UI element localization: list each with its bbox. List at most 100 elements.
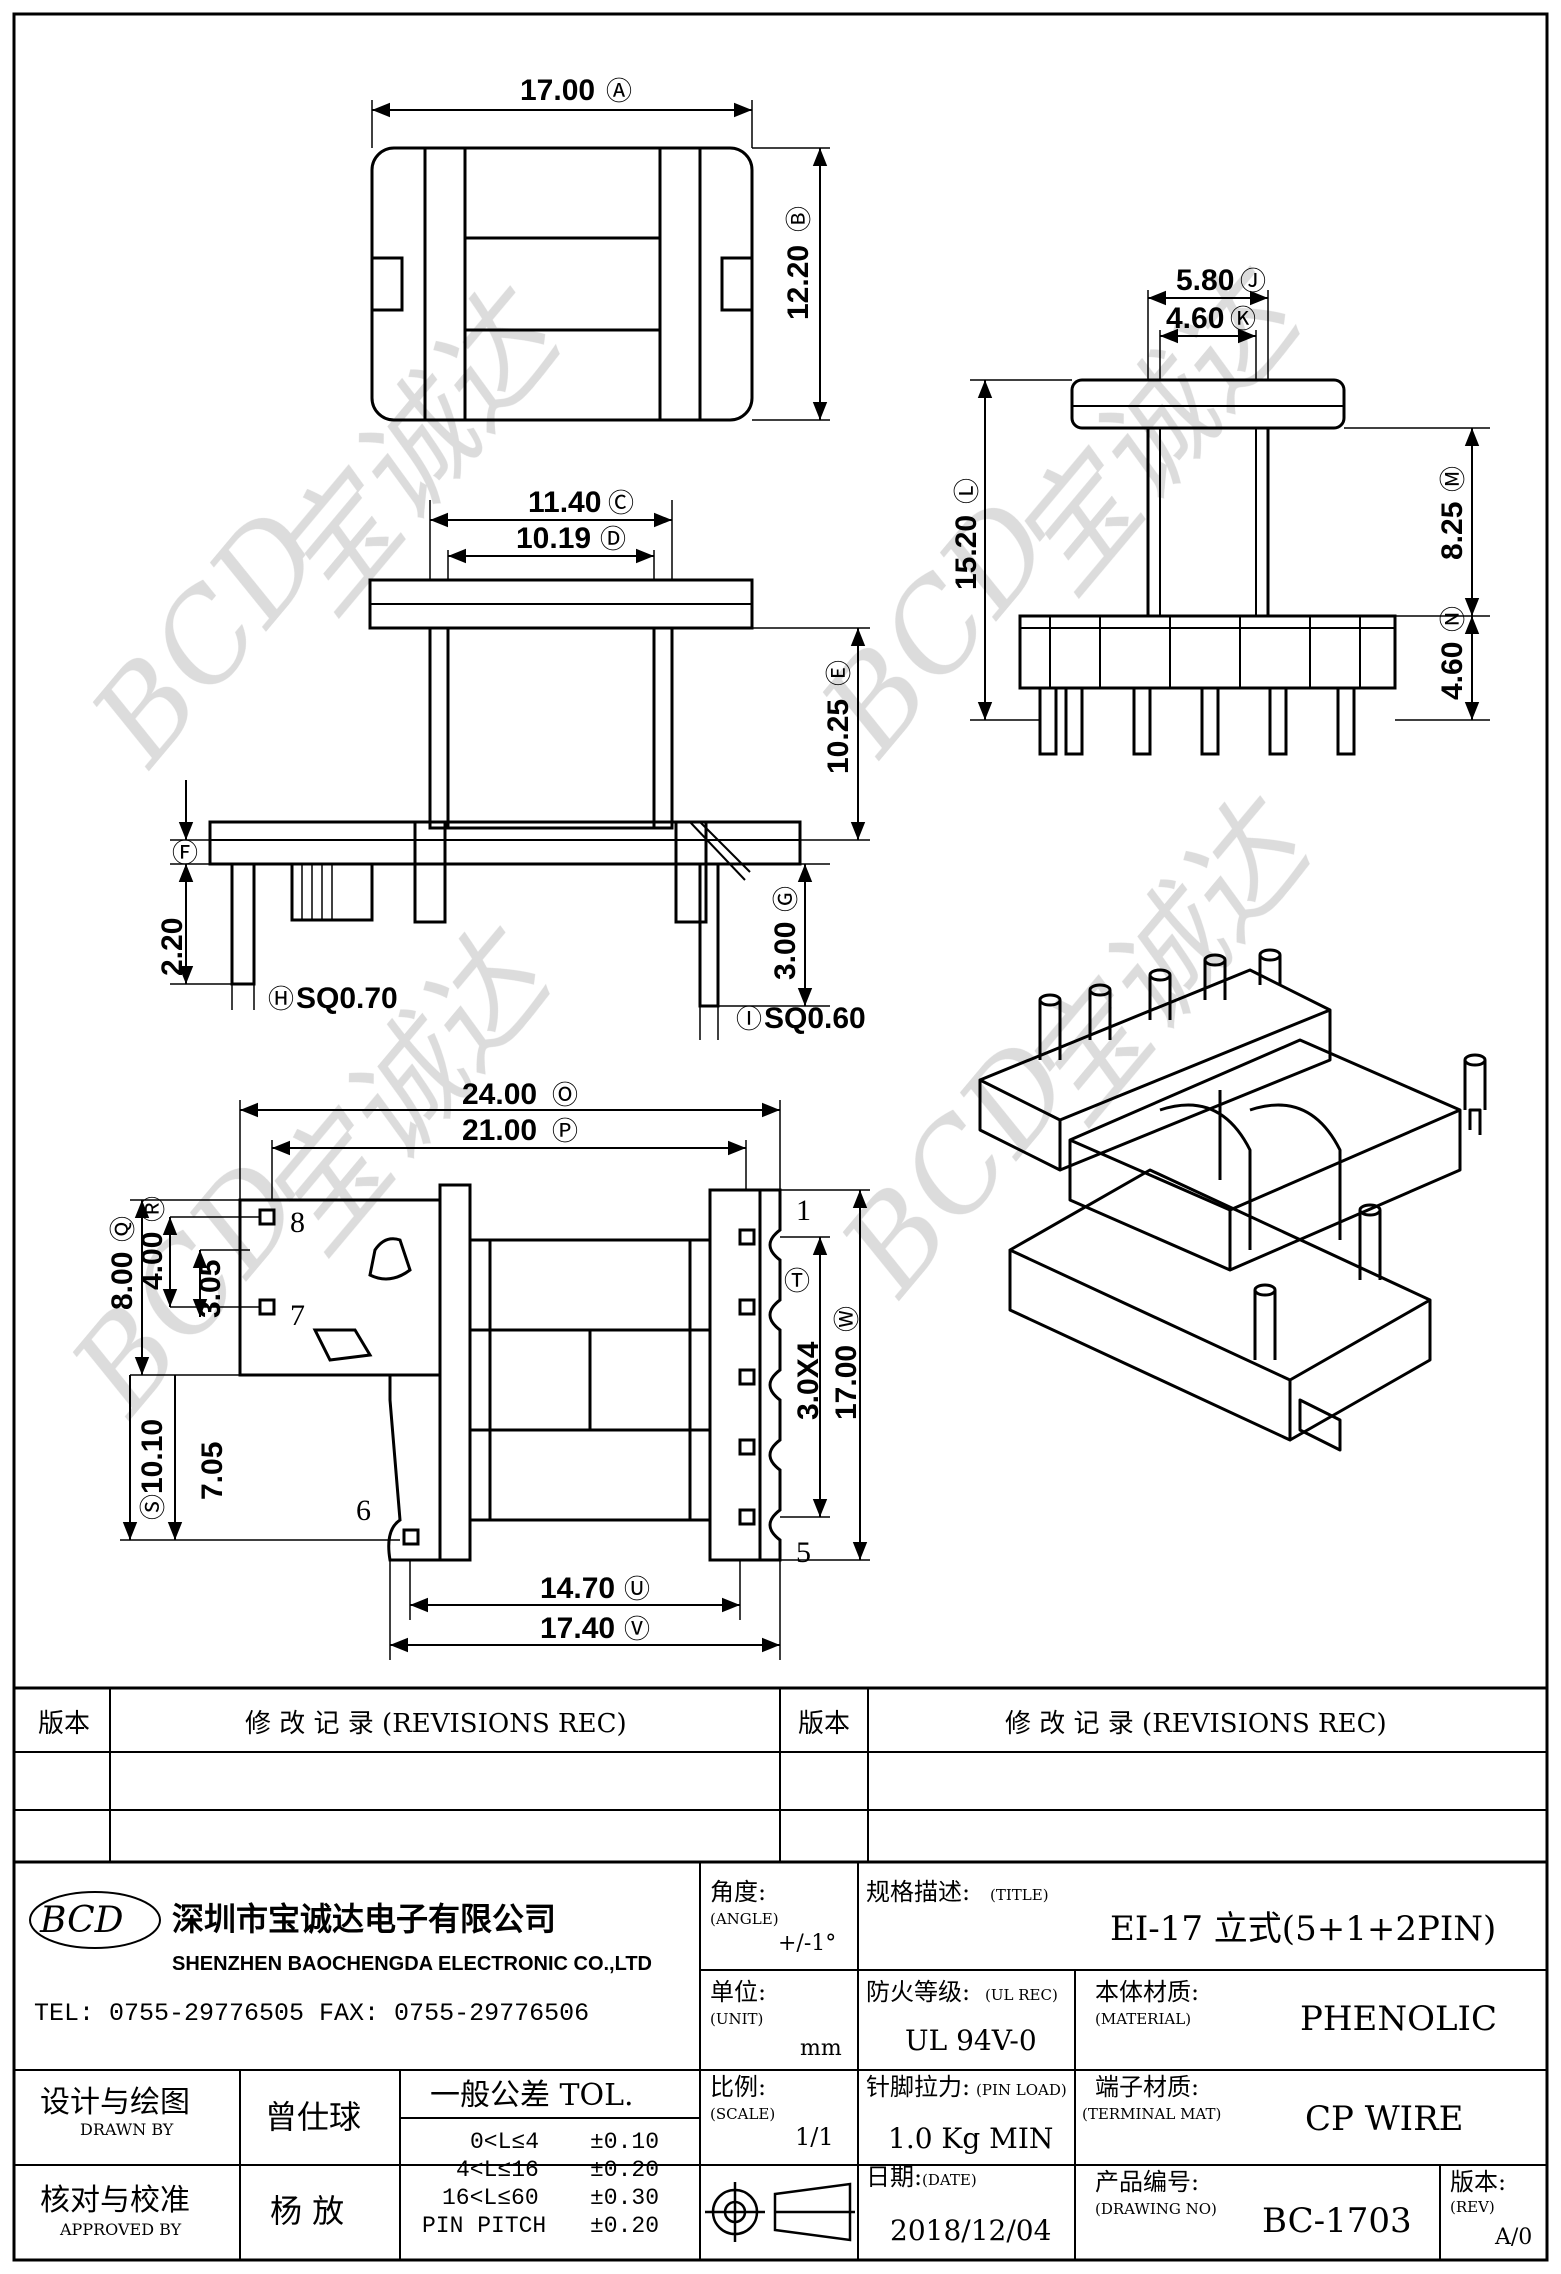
date-label: 日期: [866,2163,922,2191]
company-name-en: SHENZHEN BAOCHENGDA ELECTRONIC CO.,LTD [172,1953,652,1975]
dim-pitch: 3.0X4 [792,1341,825,1420]
date-label-en: (DATE) [922,2171,977,2189]
rev-label: 版本: [1450,2168,1506,2196]
dim-K-tag: Ⓚ [1230,305,1256,335]
dim-O: 24.00 [462,1078,537,1111]
dim-Q: 8.00 [106,1252,139,1310]
dim-V: 17.40 [540,1612,615,1645]
dim-T-tag: Ⓣ [784,1267,810,1297]
dim-N-tag: Ⓝ [1439,606,1469,632]
pin-label-8: 8 [290,1206,305,1239]
title-label: 规格描述: [866,1878,970,1906]
dim-P: 21.00 [462,1114,537,1147]
title-value: EI-17 立式(5+1+2PIN) [1110,1909,1496,1949]
pinload-value: 1.0 Kg MIN [888,2122,1053,2155]
company-logo: BCD [29,1891,161,1949]
front-view [170,500,870,1040]
tolerance-value-3: ±0.30 [590,2185,659,2211]
dim-2-20: 2.20 [156,918,189,976]
material-label-en: (MATERIAL) [1095,2010,1191,2028]
svg-text:BCD: BCD [39,1900,124,1941]
date-value: 2018/12/04 [890,2214,1051,2247]
rev-ver-label-left: 版本 [38,1709,90,1739]
dim-A-tag: Ⓐ [606,77,632,107]
dim-E: 10.25 [822,699,855,774]
drawingno-value: BC-1703 [1262,2201,1412,2241]
dim-L: 15.20 [950,515,983,590]
dim-3-05: 3.05 [194,1260,227,1318]
dim-U-tag: Ⓤ [624,1575,650,1605]
drawingno-label-en: (DRAWING NO) [1095,2200,1217,2218]
rev-rec-label-right: 修 改 记 录 (REVISIONS REC) [1005,1709,1387,1739]
ul-label: 防火等级: [866,1978,970,2006]
dim-7-05: 7.05 [196,1442,229,1500]
top-view [370,100,830,422]
dim-B: 12.20 [782,245,815,320]
ul-label-en: (UL REC) [985,1986,1058,2004]
pin-label-5: 5 [796,1536,811,1569]
scale-value: 1/1 [795,2123,834,2151]
rev-value: A/0 [1494,2225,1532,2250]
dim-C: 11.40 [528,486,601,519]
dim-I: SQ0.60 [764,1002,866,1035]
dim-H-tag: Ⓗ [268,985,294,1015]
dim-S: 10.10 [136,1419,169,1494]
tolerance-value-4: ±0.20 [590,2213,659,2239]
pin-label-7: 7 [290,1299,305,1332]
dim-V-tag: Ⓥ [624,1615,650,1645]
angle-label-en: (ANGLE) [710,1910,779,1928]
approved-name: 杨 放 [270,2192,344,2230]
angle-value: +/-1° [778,1931,836,1956]
tolerance-title: 一般公差 TOL. [430,2078,634,2113]
drawn-label: 设计与绘图 [40,2085,190,2120]
rev-rec-label-left: 修 改 记 录 (REVISIONS REC) [245,1709,627,1739]
pin-label-1: 1 [796,1194,811,1227]
dim-C-tag: Ⓒ [608,489,634,519]
dim-L-tag: Ⓛ [953,478,983,504]
terminal-label-en: (TERMINAL MAT) [1082,2105,1221,2123]
dim-N: 4.60 [1436,642,1469,700]
dim-R-tag: Ⓡ [139,1196,169,1222]
svg-text:宝诚达: 宝诚达 [246,264,592,639]
dim-D-tag: Ⓓ [600,525,626,555]
approved-label-en: APPROVED BY [59,2220,182,2239]
projection-symbol [705,2182,855,2242]
drawn-label-en: DRAWN BY [80,2120,174,2139]
svg-text:宝诚达: 宝诚达 [986,244,1332,619]
tolerance-value-2: ±0.20 [590,2157,659,2183]
unit-label: 单位: [710,1978,766,2006]
dim-P-tag: Ⓟ [552,1117,578,1147]
isometric-view [978,948,1487,1452]
company-contact: TEL: 0755-29776505 FAX: 0755-29776506 [34,1999,589,2028]
dim-W: 17.00 [830,1345,863,1420]
title-block [12,1860,1549,2262]
dim-R: 4.00 [136,1232,169,1290]
dim-H: SQ0.70 [296,982,398,1015]
dim-D: 10.19 [516,522,591,555]
unit-value: mm [800,2036,842,2061]
ul-value: UL 94V-0 [905,2024,1037,2057]
tolerance-value-1: ±0.10 [590,2129,659,2155]
pinload-label-en: (PIN LOAD) [976,2081,1067,2099]
tolerance-range-1: 0<L≤4 [470,2129,539,2155]
title-label-en: (TITLE) [990,1886,1049,1904]
dim-G-tag: Ⓖ [772,886,802,912]
dim-J-tag: Ⓙ [1240,267,1266,297]
drawn-name: 曾仕球 [265,2098,361,2136]
dim-B-tag: Ⓑ [785,206,815,232]
dim-I-tag: Ⓘ [736,1005,762,1035]
dim-M-tag: Ⓜ [1439,466,1469,492]
dim-S-tag: Ⓢ [139,1494,169,1520]
tolerance-range-4: PIN PITCH [422,2213,546,2239]
company-name-cn: 深圳市宝诚达电子有限公司 [172,1900,556,1938]
svg-text:宝诚达: 宝诚达 [996,774,1342,1149]
angle-label: 角度: [710,1878,766,1906]
terminal-label: 端子材质: [1095,2073,1199,2101]
unit-label-en: (UNIT) [710,2010,763,2028]
drawingno-label: 产品编号: [1095,2168,1199,2196]
rev-ver-label-right: 版本 [798,1709,850,1739]
approved-label: 核对与校准 [40,2183,190,2218]
dim-G: 3.00 [769,922,802,980]
dim-W-tag: Ⓦ [833,1306,863,1332]
